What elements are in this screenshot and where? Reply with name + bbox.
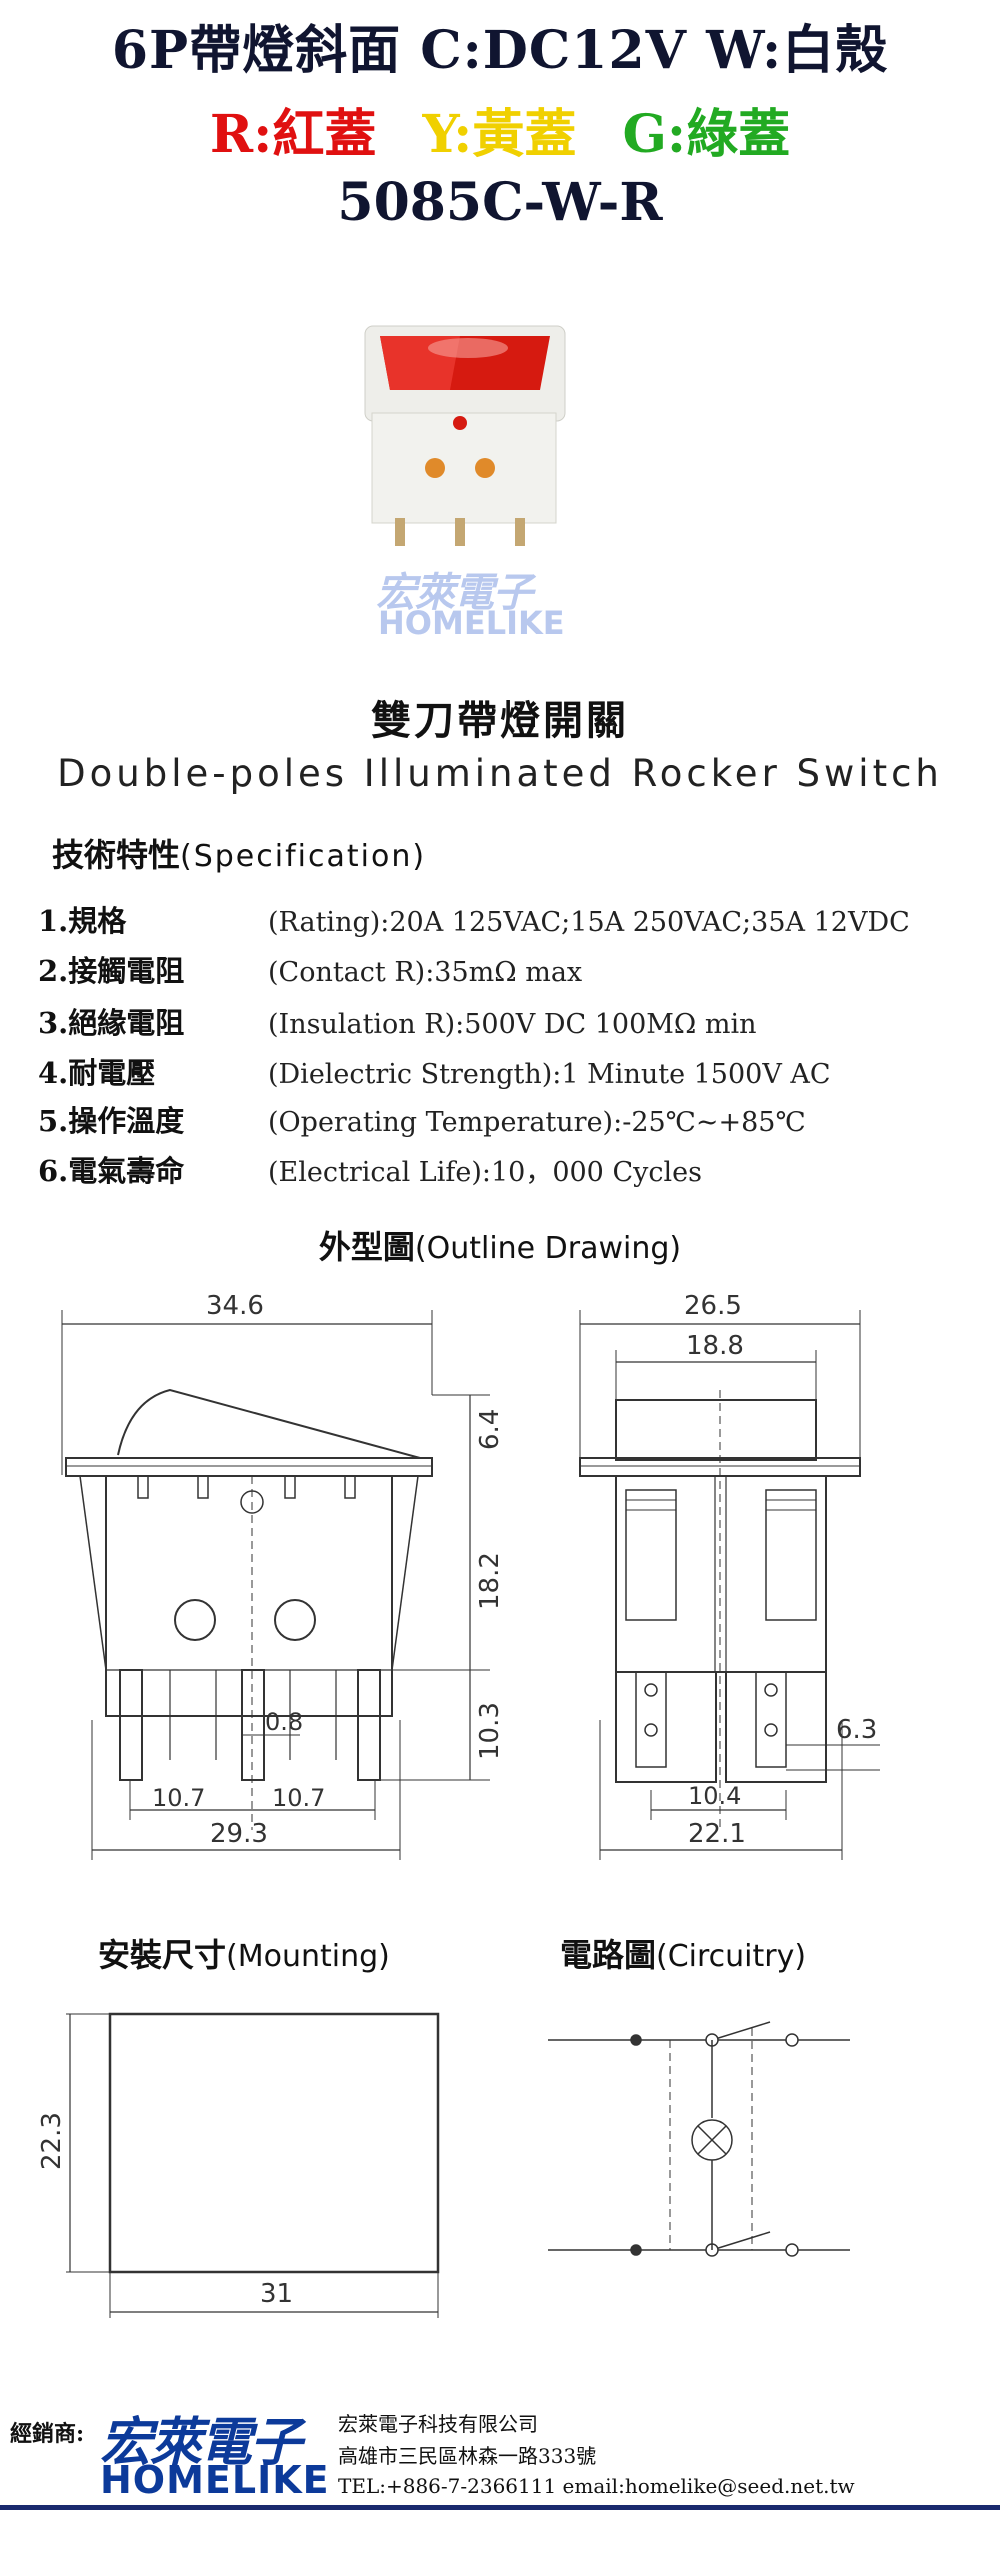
spec-row: 6.電氣壽命 (Electrical Life):10，000 Cycles [38,1148,702,1190]
outline-title: 外型圖(Outline Drawing) [0,1222,1000,1268]
color-yellow-label: Y:黃蓋 [422,104,577,165]
dim-width-label: 34.6 [206,1291,264,1321]
model-number: 5085C-W-R [337,172,663,233]
circuitry-title: 電路圖(Circuitry) [560,1930,806,1976]
dim-inner-label: 18.8 [686,1331,744,1361]
section-title-en: Double-poles Illuminated Rocker Switch [57,752,943,795]
dim-side-width-label: 26.5 [684,1291,742,1321]
dim-pin-width-label: 0.8 [265,1708,303,1736]
dim-span1-label: 10.7 [152,1784,205,1812]
front-view-drawing: 34.6 0.8 10.7 10.7 29.3 6.4 18.2 10.3 [61,1291,500,1860]
spec-title: 技術特性(Specification) [52,830,426,876]
spec-label: 3.絕緣電阻 [38,1006,185,1040]
side-view-drawing: 26.5 18.8 6.3 10.4 22.1 [579,1291,880,1860]
color-red-label: R:紅蓋 [209,104,377,165]
mounting-width-label: 31 [260,2279,293,2309]
dim-span2-label: 10.7 [272,1784,325,1812]
logo-en: HOMELIKE [100,2458,330,2502]
section-title-cn: 雙刀帶燈開關 [371,697,629,744]
spec-label: 6.電氣壽命 [38,1154,185,1188]
product-photo [364,325,566,546]
mounting-title-en: (Mounting) [226,1939,390,1974]
dim-pin-gap-label: 6.3 [836,1715,877,1745]
dim-pin-span-label: 10.4 [688,1782,741,1810]
spec-row: 3.絕緣電阻 (Insulation R):500V DC 100MΩ min [38,1000,757,1042]
dim-body-label: 18.2 [475,1552,500,1610]
spec-label: 2.接觸電阻 [38,954,185,988]
mounting-title-cn: 安裝尺寸 [98,1936,227,1974]
mounting-drawing: 22.3 31 [37,2012,440,2318]
footer-divider [0,2505,1000,2510]
outline-title-cn: 外型圖 [318,1228,415,1266]
company-contact: TEL:+886-7-2366111 email:homelike@seed.n… [338,2474,855,2498]
logo-cn: 宏萊電子 [100,2413,302,2473]
spec-value: (Electrical Life):10，000 Cycles [268,1157,702,1188]
dim-side-base-label: 22.1 [688,1819,746,1849]
spec-value: (Contact R):35mΩ max [268,957,583,988]
dim-base-label: 29.3 [210,1819,268,1849]
dim-pins-label: 10.3 [475,1702,500,1760]
outline-title-en: (Outline Drawing) [414,1231,682,1266]
spec-row: 4.耐電壓 (Dielectric Strength):1 Minute 1500… [38,1050,831,1092]
watermark-en: HOMELIKE [378,604,565,642]
mounting-title: 安裝尺寸(Mounting) [98,1930,390,1976]
spec-value: (Insulation R):500V DC 100MΩ min [268,1009,757,1040]
spec-row: 2.接觸電阻 (Contact R):35mΩ max [38,948,582,990]
spec-title-en: (Specification) [180,839,427,874]
spec-row: 1.規格 (Rating):20A 125VAC;15A 250VAC;35A 1… [38,898,910,940]
circuitry-title-en: (Circuitry) [656,1939,807,1974]
mounting-height-label: 22.3 [37,2112,67,2170]
spec-label: 1.規格 [38,904,127,938]
spec-value: (Dielectric Strength):1 Minute 1500V AC [268,1059,831,1090]
circuitry-diagram [548,2021,850,2257]
color-options: R:紅蓋 Y:黃蓋 G:綠蓋 [0,92,1000,167]
spec-value: (Operating Temperature):-25℃~+85℃ [268,1107,806,1138]
dim-top-label: 6.4 [475,1409,500,1450]
dealer-label: 經銷商: [10,2421,85,2447]
watermark-cn: 宏萊電子 [376,570,533,616]
spec-value: (Rating):20A 125VAC;15A 250VAC;35A 12VDC [268,907,910,938]
color-green-label: G:綠蓋 [622,104,791,165]
spec-label: 5.操作溫度 [38,1104,185,1138]
company-name: 宏萊電子科技有限公司 [338,2412,538,2436]
company-address: 高雄市三民區林森一路333號 [338,2444,597,2468]
circuitry-title-cn: 電路圖 [560,1936,657,1974]
spec-title-cn: 技術特性 [52,836,181,874]
spec-row: 5.操作溫度 (Operating Temperature):-25℃~+85℃ [38,1098,806,1140]
spec-label: 4.耐電壓 [38,1056,156,1090]
product-title: 6P帶燈斜面 C:DC12V W:白殼 [111,20,889,81]
